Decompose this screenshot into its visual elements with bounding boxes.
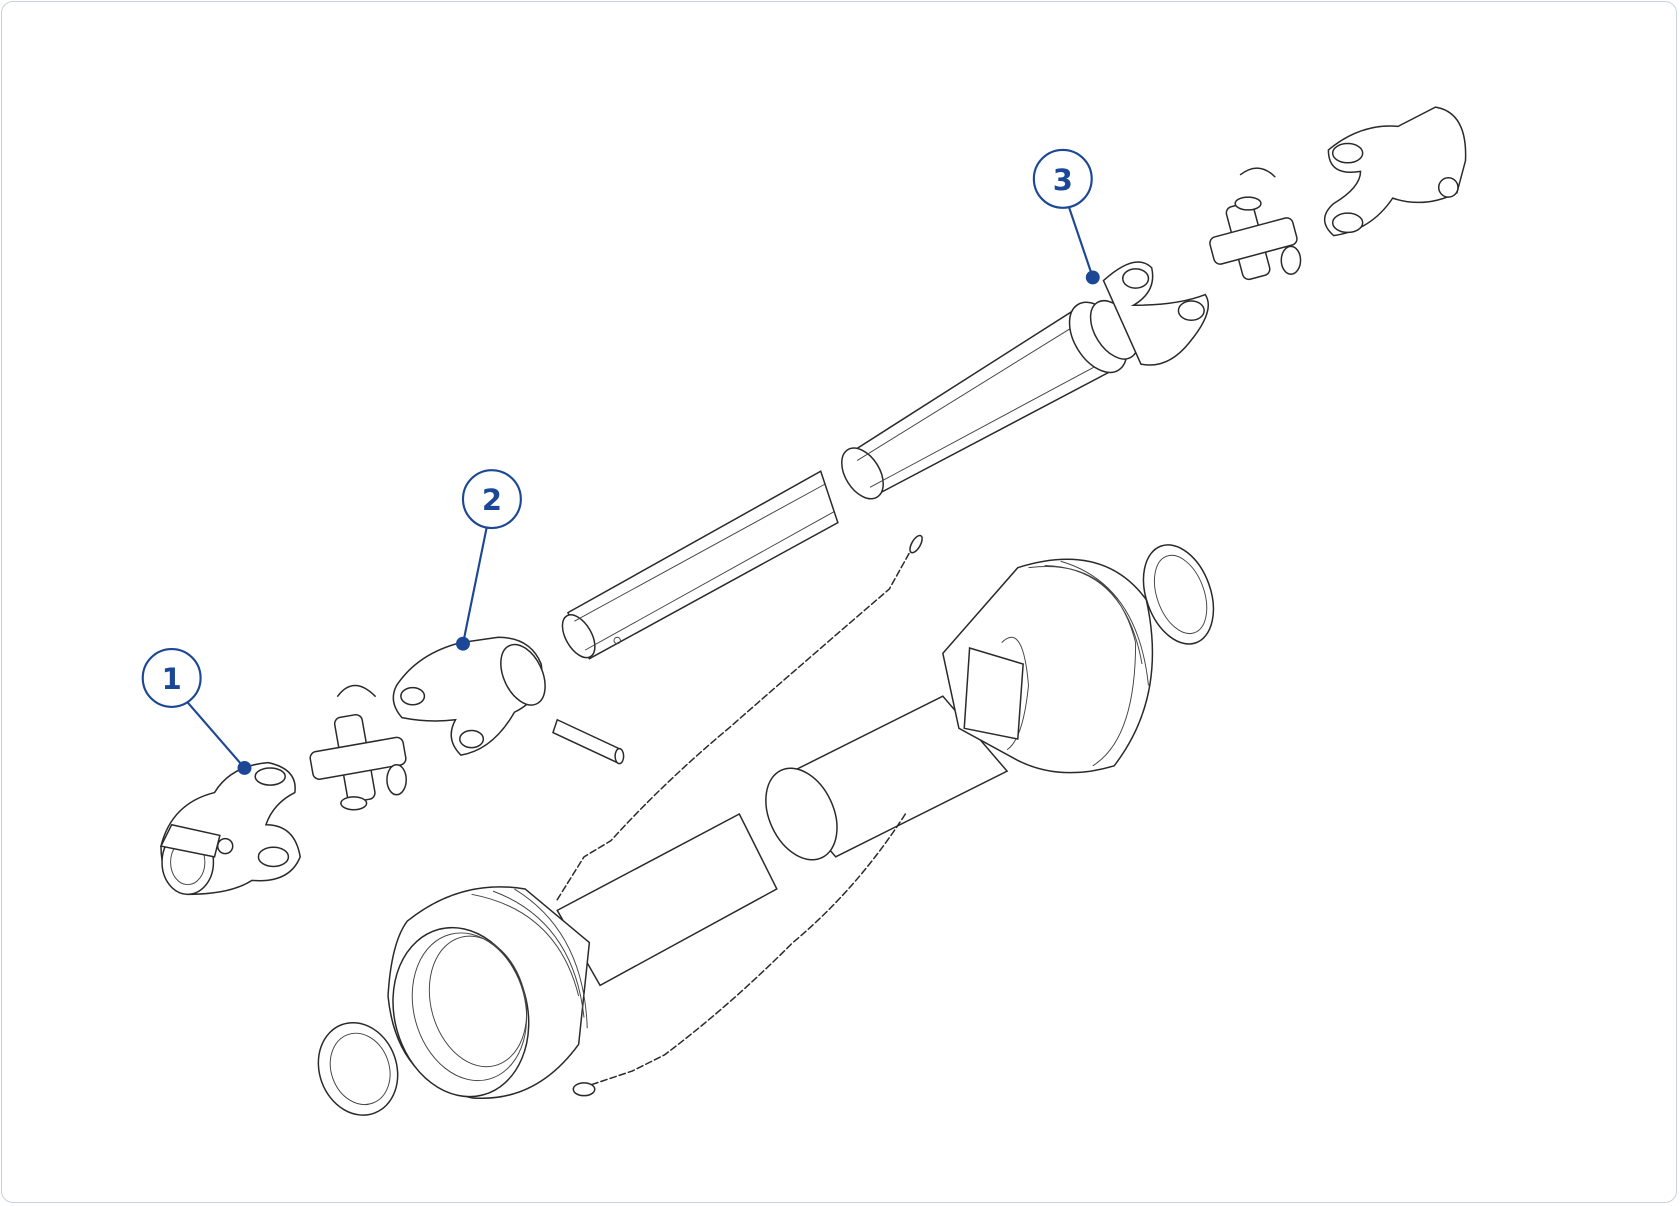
- callout-3[interactable]: 3: [1032, 148, 1100, 285]
- inner-tube: [561, 470, 839, 660]
- callout-1[interactable]: 1: [141, 647, 252, 775]
- guard-outer-tube: [765, 695, 1009, 861]
- roll-pin: [552, 718, 625, 765]
- guard-cone-right: [942, 558, 1154, 774]
- safety-chain-lower: [572, 813, 907, 1097]
- guard-bearing-ring-left: [317, 1021, 399, 1116]
- tractor-side-yoke: [159, 761, 301, 896]
- callout-2-label: 2: [482, 483, 502, 517]
- callout-3-label: 3: [1053, 163, 1073, 197]
- guard-inner-tube: [556, 812, 778, 987]
- callout-1-label: 1: [162, 662, 182, 696]
- inner-yoke: [392, 636, 546, 756]
- guard-cone-left: [387, 886, 591, 1100]
- implement-side-yoke: [1323, 106, 1467, 237]
- callout-2[interactable]: 2: [456, 469, 522, 651]
- outer-yoke: [1068, 261, 1209, 374]
- right-cross-joint: [1209, 167, 1302, 281]
- safety-chain-upper: [556, 534, 923, 901]
- left-cross-joint: [309, 684, 407, 811]
- guard-bearing-ring-right: [1142, 544, 1215, 645]
- outer-tube: [841, 307, 1116, 500]
